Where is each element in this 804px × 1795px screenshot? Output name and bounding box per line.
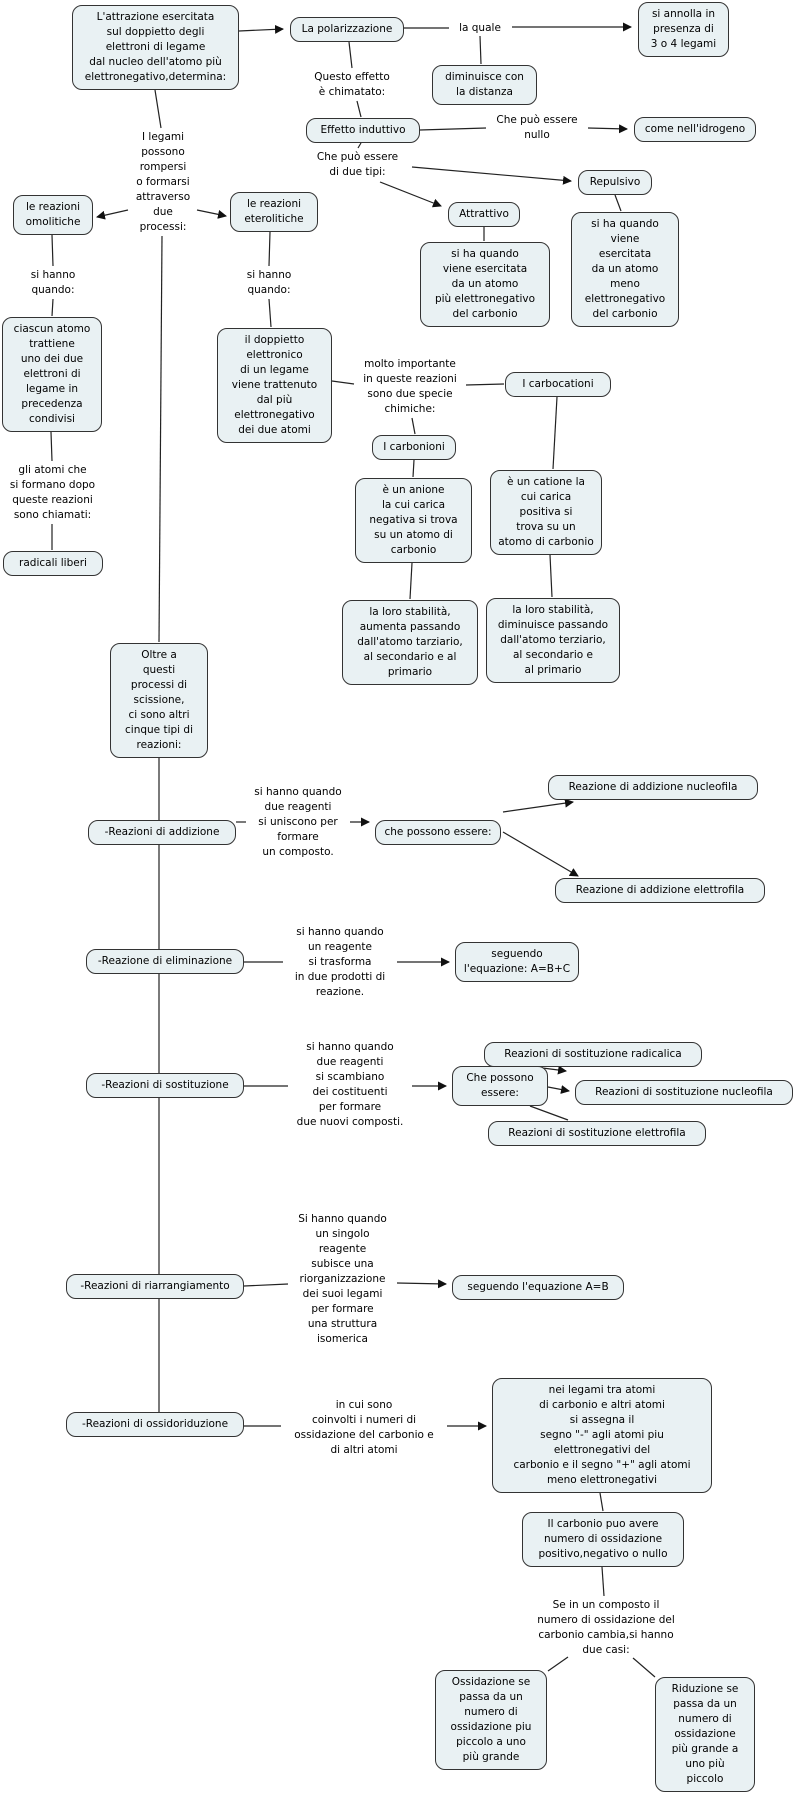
line-sihanno-doppietto	[268, 298, 272, 328]
link-label-si-hanno-quando-sx: si hanno quando:	[30, 269, 76, 296]
link-label-gli-atomi: gli atomi che si formano dopo queste rea…	[9, 464, 96, 521]
line-moltoimportante-carbonioni	[411, 417, 416, 435]
line-laquale-diminuisce	[479, 35, 482, 65]
line-anione-stabilita	[409, 562, 413, 600]
line-secomposto-ossidazione	[547, 1656, 569, 1672]
concept-reazioni-addizione: -Reazioni di addizione	[88, 820, 236, 845]
line-induttivo-chepuonullo	[419, 127, 487, 131]
concept-ciascun-atomo: ciascun atomo trattiene uno dei due elet…	[2, 317, 102, 432]
line-sihanno-ciascun	[51, 298, 54, 317]
concept-sostituzione-nucleofila: Reazioni di sostituzione nucleofila	[575, 1080, 793, 1105]
concept-effetto-induttivo: Effetto induttivo	[306, 118, 420, 143]
concept-reazioni-riarrangiamento: -Reazioni di riarrangiamento	[66, 1274, 244, 1299]
concept-radicali-liberi: radicali liberi	[3, 551, 103, 576]
concept-anione-desc: è un anione la cui carica negativa si tr…	[355, 478, 472, 563]
concept-il-carbonio: Il carbonio puo avere numero di ossidazi…	[522, 1512, 684, 1567]
arrow-chepossono2-nucleofila	[547, 1085, 570, 1094]
concept-polarizzazione: La polarizzazione	[290, 17, 404, 42]
arrow-chepossono-elettrofila	[502, 831, 579, 877]
line-doppietto-moltoimportante	[331, 380, 355, 385]
link-label-questo-effetto: Questo effetto è chimatato:	[314, 71, 390, 98]
line-omolitiche-sihanno	[51, 234, 54, 267]
line-ilcarbonio-secomposto	[601, 1566, 605, 1597]
concept-carbonioni: I carbonioni	[372, 435, 456, 460]
concept-oltre-processi: Oltre a questi processi di scissione, ci…	[110, 643, 208, 758]
link-label-i-legami: I legami possono rompersi o formarsi att…	[135, 131, 191, 233]
line-questoeffetto-induttivo	[356, 100, 362, 118]
line-ciascun-gliatomi	[50, 431, 53, 462]
line-polarizzazione-questoeffetto	[348, 41, 353, 69]
concept-addizione-nucleofila: Reazione di addizione nucleofila	[548, 775, 758, 800]
line-catione-stabilita	[549, 554, 553, 598]
concept-reazioni-omolitiche: le reazioni omolitiche	[13, 195, 93, 235]
concept-stabilita-aumenta: la loro stabilità, aumenta passando dall…	[342, 600, 478, 685]
link-label-ossidoriduzione-quando: in cui sono coinvolti i numeri di ossida…	[294, 1399, 434, 1456]
link-label-che-puo-essere-due-tipi: Che può essere di due tipi:	[316, 151, 399, 178]
concept-repulsivo-desc: si ha quando viene esercitata da un atom…	[571, 212, 679, 327]
link-label-eliminazione-quando: si hanno quando un reagente si trasforma…	[294, 926, 386, 998]
concept-seguendo-equazione-abc: seguendo l'equazione: A=B+C	[455, 942, 579, 982]
link-label-molto-importante: molto importante in queste reazioni sono…	[363, 358, 457, 415]
concept-seguendo-equazione-ab: seguendo l'equazione A=B	[452, 1275, 624, 1300]
arrow-ilegami-eterolitiche	[196, 209, 227, 219]
link-label-sostituzione-quando: si hanno quando due reagenti si scambian…	[296, 1041, 404, 1128]
concept-si-annolla: si annolla in presenza di 3 o 4 legami	[638, 2, 729, 57]
line-carbocationi-catione	[552, 396, 558, 470]
concept-doppietto-elettronico: il doppietto elettronico di un legame vi…	[217, 328, 332, 443]
concept-reazione-eliminazione: -Reazione di eliminazione	[86, 949, 244, 974]
concept-carbocationi: I carbocationi	[505, 372, 611, 397]
arrow-chepossono-nucleofila	[502, 798, 574, 813]
concept-che-possono-essere-sostituzione: Che possono essere:	[452, 1066, 548, 1106]
concept-ossidazione: Ossidazione se passa da un numero di oss…	[435, 1670, 547, 1770]
line-repulsivo-desc	[614, 194, 622, 212]
concept-attrattivo: Attrattivo	[448, 202, 520, 227]
concept-repulsivo: Repulsivo	[578, 170, 652, 195]
concept-diminuisce-distanza: diminuisce con la distanza	[432, 65, 537, 105]
arrow-attrazione-polarizzazione	[238, 24, 284, 34]
link-label-se-composto: Se in un composto il numero di ossidazio…	[537, 1599, 675, 1656]
arrow-chepuotipi-repulsivo	[411, 166, 572, 185]
concept-stabilita-diminuisce: la loro stabilità, diminuisce passando d…	[486, 598, 620, 683]
concept-sostituzione-elettrofila: Reazioni di sostituzione elettrofila	[488, 1121, 706, 1146]
concept-catione-desc: è un catione la cui carica positiva si t…	[490, 470, 602, 555]
arrow-quando-seguendoab	[396, 1279, 447, 1289]
link-label-addizione-quando: si hanno quando due reagenti si uniscono…	[254, 786, 342, 858]
line-chepossono2-elettrofila	[529, 1105, 569, 1121]
link-label-la-quale: la quale	[459, 22, 501, 34]
concept-nei-legami: nei legami tra atomi di carbonio e altri…	[492, 1378, 712, 1493]
concept-come-idrogeno: come nell'idrogeno	[634, 117, 756, 142]
line-moltoimportante-carbocationi	[465, 383, 505, 386]
concept-che-possono-essere-addizione: che possono essere:	[375, 820, 501, 845]
line-induttivo-chepuotipi	[357, 142, 362, 149]
line-riarrangiamento-quando	[243, 1283, 289, 1287]
concept-sostituzione-radicalica: Reazioni di sostituzione radicalica	[484, 1042, 702, 1067]
line-eterolitiche-sihanno	[268, 231, 271, 267]
link-label-che-puo-essere-nullo: Che può essere nullo	[496, 114, 578, 141]
line-carbonioni-anione	[412, 459, 415, 478]
line-spine-upper	[158, 235, 163, 643]
arrow-chepuotipi-attrattivo	[379, 181, 442, 208]
concept-reazioni-ossidoriduzione: -Reazioni di ossidoriduzione	[66, 1412, 244, 1437]
arrow-chepuonullo-idrogeno	[587, 124, 628, 134]
concept-riduzione: Riduzione se passa da un numero di ossid…	[655, 1677, 755, 1792]
link-label-si-hanno-quando-dx: si hanno quando:	[246, 269, 292, 296]
arrow-ilegami-omolitiche	[96, 209, 129, 220]
concept-reazioni-eterolitiche: le reazioni eterolitiche	[230, 192, 318, 232]
concept-attrazione: L'attrazione esercitata sul doppietto de…	[72, 5, 239, 90]
concept-attrattivo-desc: si ha quando viene esercitata da un atom…	[420, 242, 550, 327]
link-label-riarrangiamento-quando: Si hanno quando un singolo reagente subi…	[298, 1213, 387, 1345]
line-secomposto-riduzione	[632, 1657, 656, 1678]
concept-addizione-elettrofila: Reazione di addizione elettrofila	[555, 878, 765, 903]
line-attrazione-ilegami	[154, 89, 162, 129]
line-neilegami-ilcarbonio	[599, 1492, 604, 1512]
concept-reazioni-sostituzione: -Reazioni di sostituzione	[86, 1073, 244, 1098]
